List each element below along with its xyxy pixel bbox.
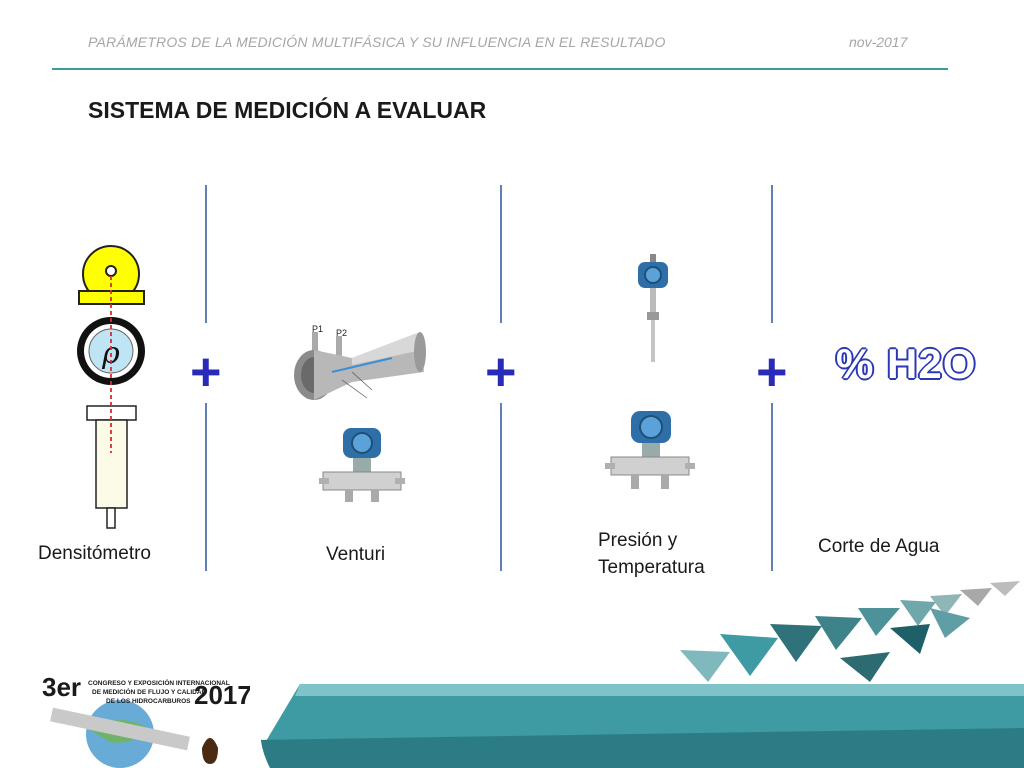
separator-line xyxy=(771,403,773,571)
header-divider xyxy=(52,68,948,70)
slide-title: SISTEMA DE MEDICIÓN A EVALUAR xyxy=(88,97,487,123)
densitometer-diagram: ρ xyxy=(77,245,145,529)
congress-logo: 3er 2017 CONGRESO Y EXPOSICIÓN INTERNACI… xyxy=(42,672,250,768)
plus-icon: + xyxy=(485,342,517,402)
logo-edition: 3er xyxy=(42,672,81,702)
separator-line xyxy=(771,185,773,323)
label-presion-line1: Presión y xyxy=(598,530,678,551)
venturi-diagram: P1 P2 xyxy=(294,324,426,400)
decorative-triangles xyxy=(680,581,1020,682)
separator-line xyxy=(500,403,502,571)
separator-line xyxy=(500,185,502,323)
plus-icon: + xyxy=(756,342,788,402)
label-venturi: Venturi xyxy=(326,544,386,565)
temperature-transmitter-icon xyxy=(638,254,668,362)
dp-transmitter-icon xyxy=(319,428,405,502)
separator-line xyxy=(205,403,207,571)
separator-line xyxy=(205,185,207,323)
plus-icon: + xyxy=(190,342,222,402)
logo-line3: DE LOS HIDROCARBUROS xyxy=(106,698,191,705)
header-date: nov-2017 xyxy=(849,34,908,50)
logo-line1: CONGRESO Y EXPOSICIÓN INTERNACIONAL xyxy=(88,678,230,687)
header-title: PARÁMETROS DE LA MEDICIÓN MULTIFÁSICA Y … xyxy=(88,34,666,50)
logo-year: 2017 xyxy=(194,680,250,710)
logo-line2: DE MEDICIÓN DE FLUJO Y CALIDAD xyxy=(92,687,207,696)
label-corte-agua: Corte de Agua xyxy=(818,536,940,557)
p1-tag: P1 xyxy=(312,324,323,334)
label-presion-line2: Temperatura xyxy=(598,557,705,578)
pressure-transmitter-icon xyxy=(605,411,695,489)
water-cut-wordart: % H2O xyxy=(836,340,977,387)
label-densitometro: Densitómetro xyxy=(38,543,151,564)
p2-tag: P2 xyxy=(336,328,347,338)
